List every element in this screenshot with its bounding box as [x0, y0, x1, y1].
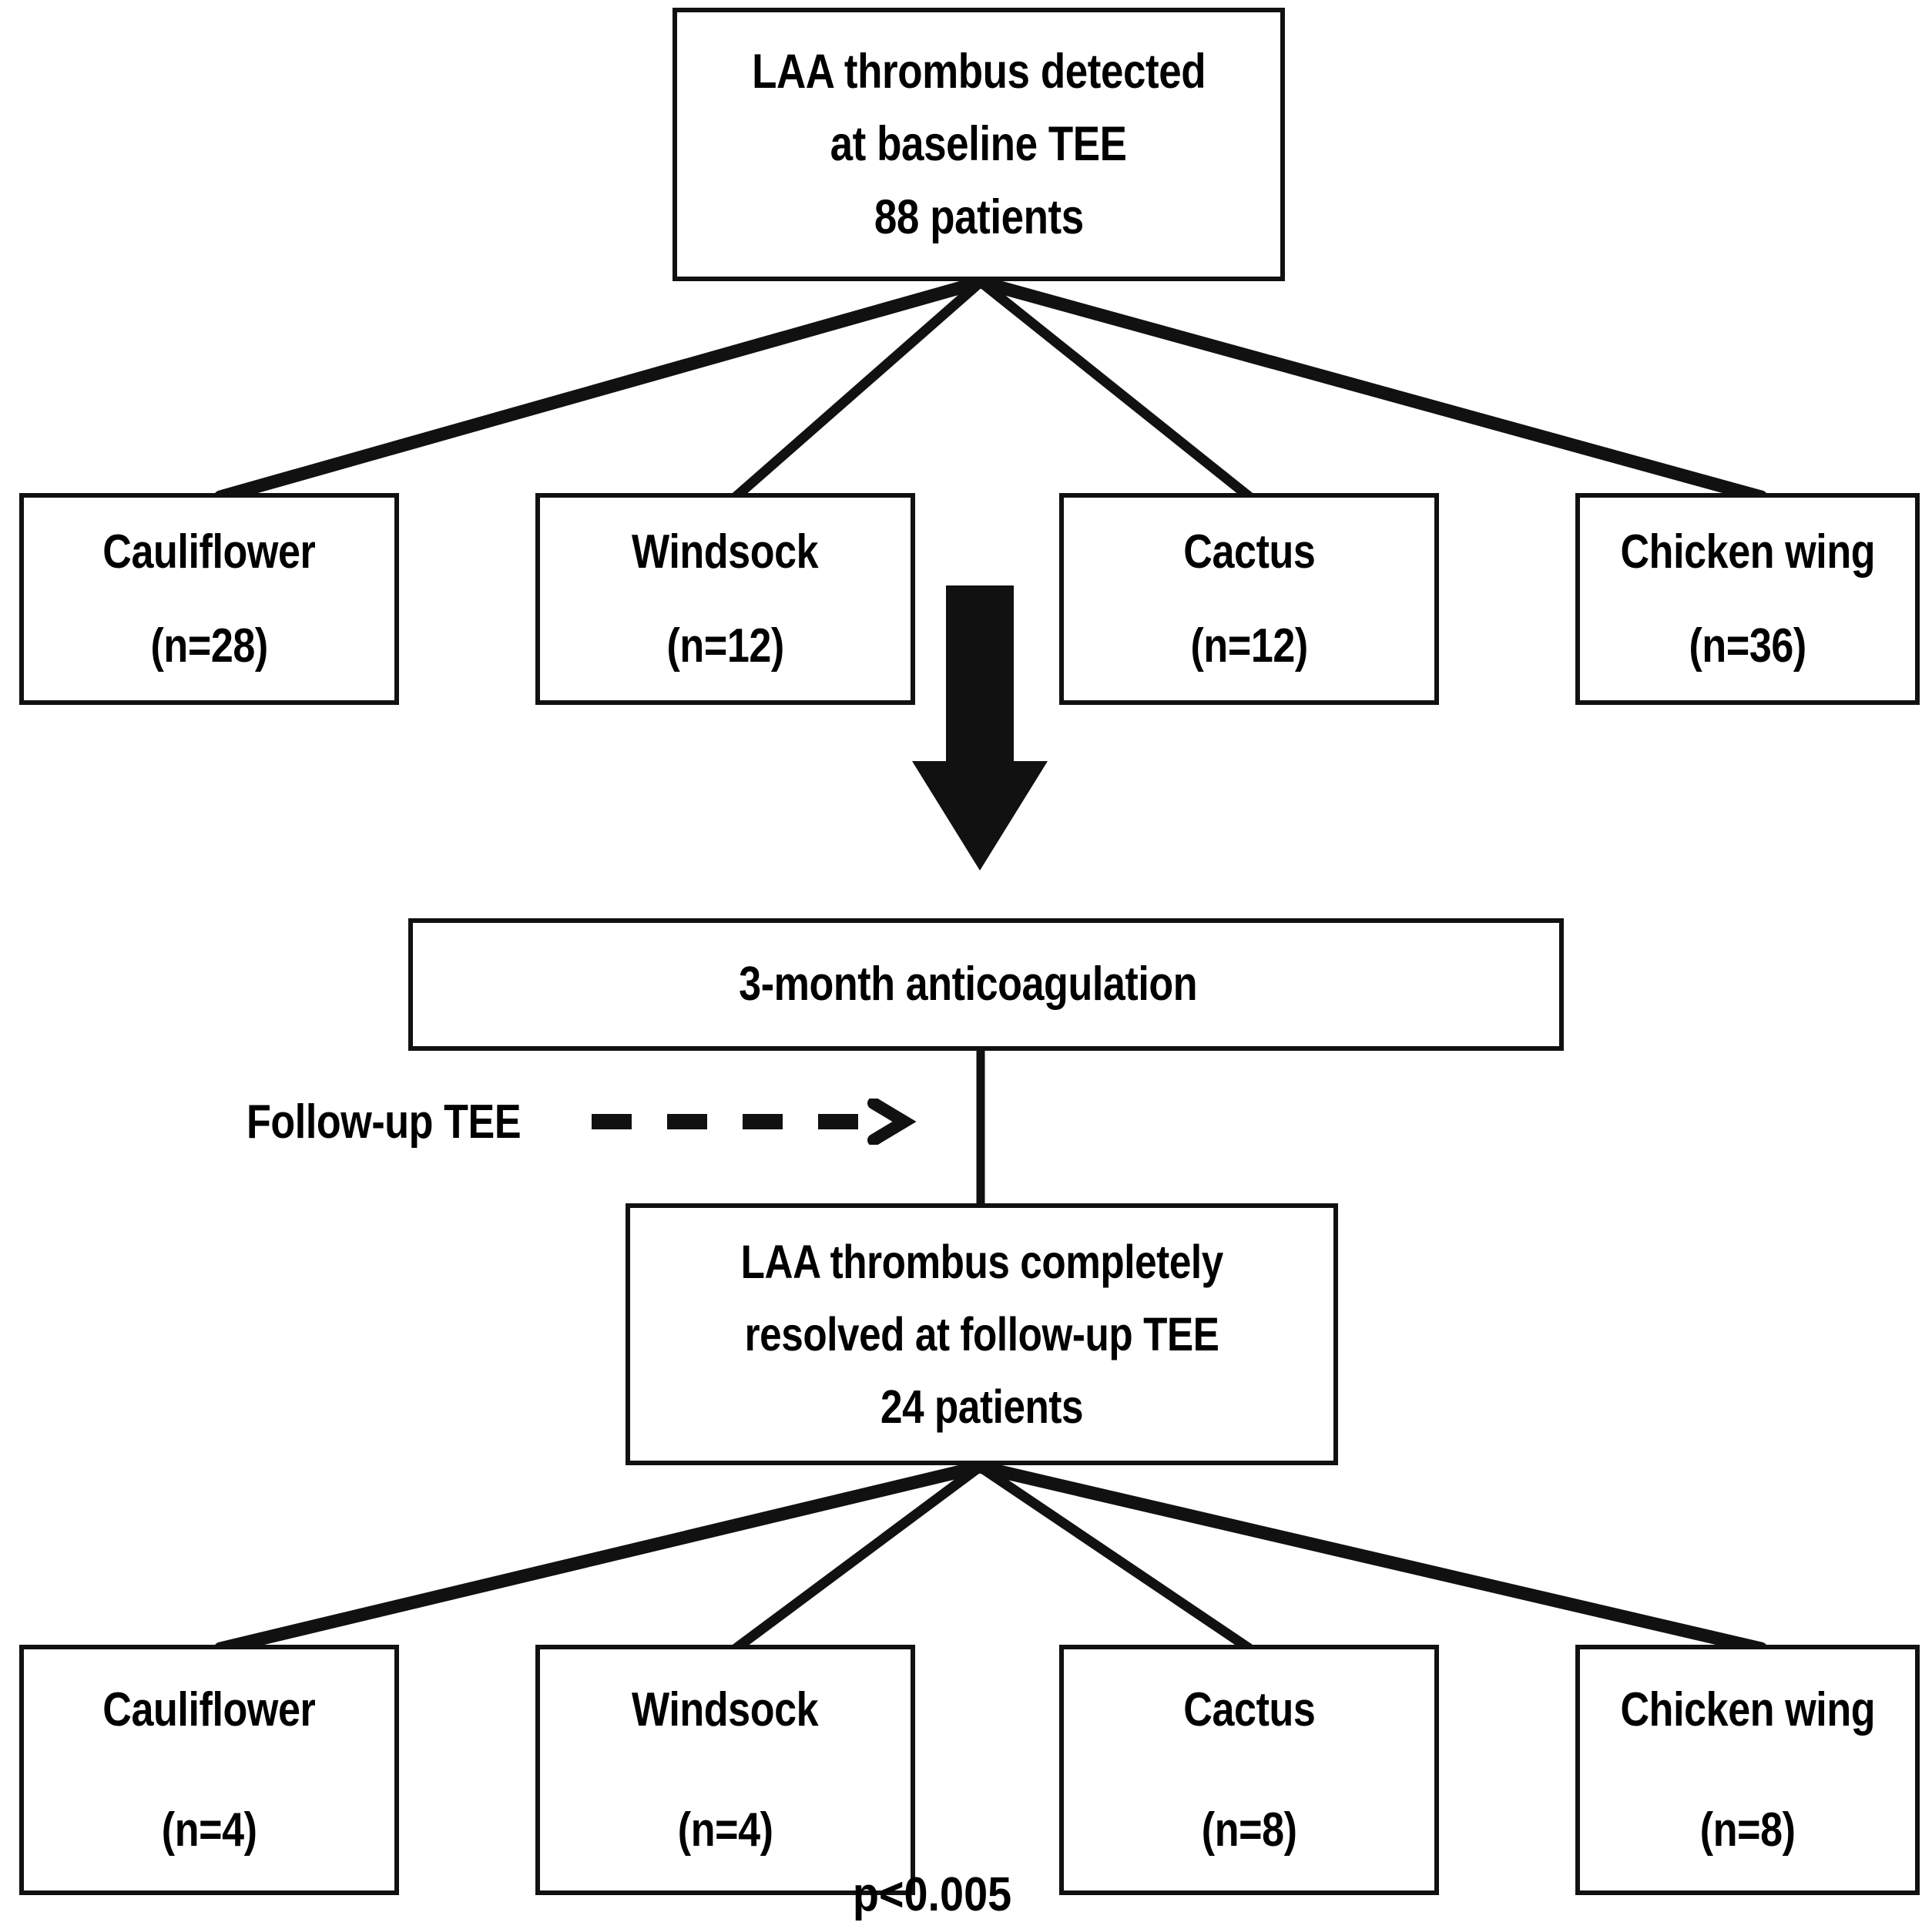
group-label: Cauliflower — [102, 525, 316, 579]
group-label: Chicken wing — [1620, 1683, 1875, 1737]
treatment-label: 3-month anticoagulation — [738, 958, 1197, 1011]
edge-root-to-cactus — [975, 277, 1255, 502]
node-baseline-chicken-wing: Chicken wing (n=36) — [1575, 493, 1920, 705]
edge-resolved-to-cactus — [974, 1461, 1255, 1654]
group-label: Cactus — [1182, 525, 1316, 579]
thick-down-arrow-shape — [912, 585, 1048, 871]
group-count: (n=12) — [1190, 619, 1308, 673]
group-count: (n=4) — [161, 1803, 257, 1857]
arrow-head-chevron — [867, 1099, 917, 1145]
node-followup-cauliflower: Cauliflower (n=4) — [19, 1645, 399, 1895]
node-followup-windsock: Windsock (n=4) — [535, 1645, 915, 1895]
dashed-right-arrow-icon — [592, 1099, 917, 1145]
baseline-fan-lines — [213, 275, 1768, 504]
node-followup-cactus: Cactus (n=8) — [1059, 1645, 1439, 1895]
group-label: Chicken wing — [1620, 525, 1875, 579]
group-count: (n=36) — [1689, 619, 1806, 673]
node-resolved-at-followup: LAA thrombus completely resolved at foll… — [626, 1203, 1338, 1465]
group-label: Windsock — [632, 525, 819, 579]
node-line-2: resolved at follow-up TEE — [744, 1307, 1219, 1360]
group-count: (n=12) — [666, 619, 784, 673]
node-baseline-detection: LAA thrombus detected at baseline TEE 88… — [673, 8, 1285, 281]
edge-root-to-windsock — [730, 277, 986, 502]
node-3-month-anticoagulation: 3-month anticoagulation — [408, 918, 1564, 1051]
group-label: Cauliflower — [102, 1683, 316, 1737]
node-line-1: LAA thrombus detected — [751, 45, 1206, 99]
edge-root-to-chickenwing — [974, 275, 1768, 504]
followup-tee-label: Follow-up TEE — [247, 1095, 522, 1149]
group-count: (n=28) — [150, 619, 268, 673]
group-count: (n=8) — [1201, 1803, 1297, 1857]
group-label: Windsock — [632, 1683, 819, 1737]
edge-root-to-cauliflower — [213, 275, 988, 504]
node-baseline-windsock: Windsock (n=12) — [535, 493, 915, 705]
group-label: Cactus — [1182, 1683, 1316, 1737]
node-line-3: 88 patients — [874, 190, 1084, 244]
node-line-1: LAA thrombus completely — [740, 1235, 1223, 1288]
node-baseline-cauliflower: Cauliflower (n=28) — [19, 493, 399, 705]
followup-fan-lines — [213, 1460, 1768, 1656]
group-count: (n=4) — [677, 1803, 773, 1857]
node-baseline-cactus: Cactus (n=12) — [1059, 493, 1439, 705]
p-value-caption: p<0.005 — [852, 1868, 1012, 1921]
edge-resolved-to-cauliflower — [213, 1460, 987, 1656]
followup-tee-annotation: Follow-up TEE — [247, 1092, 926, 1151]
group-count: (n=8) — [1699, 1803, 1796, 1857]
thick-down-arrow-icon — [912, 585, 1048, 871]
node-line-3: 24 patients — [880, 1380, 1084, 1434]
edge-resolved-to-chickenwing — [973, 1460, 1768, 1656]
node-followup-chicken-wing: Chicken wing (n=8) — [1575, 1645, 1920, 1895]
edge-resolved-to-windsock — [730, 1461, 985, 1654]
node-line-2: at baseline TEE — [830, 117, 1127, 172]
